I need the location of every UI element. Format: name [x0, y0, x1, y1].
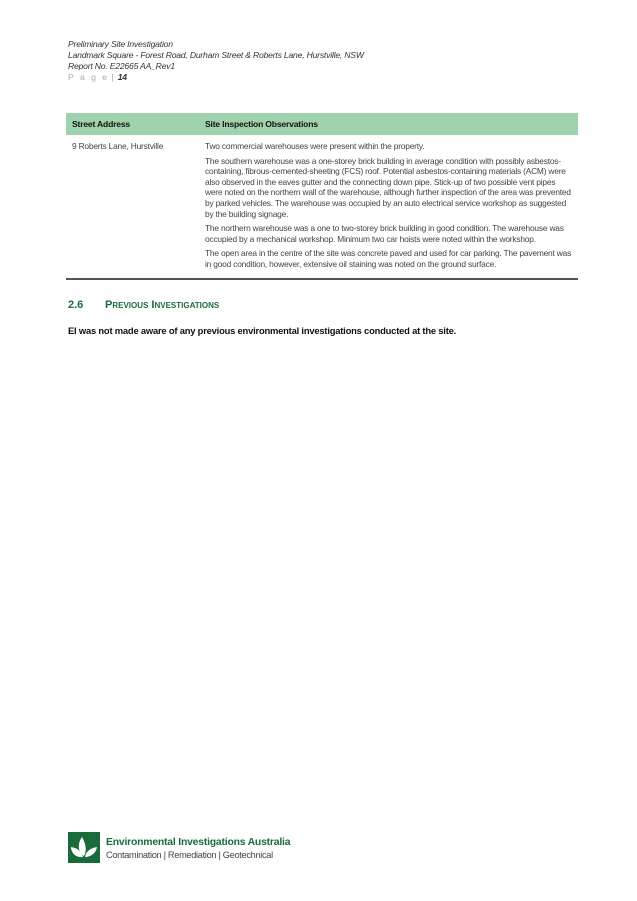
header-title: Preliminary Site Investigation	[68, 39, 173, 49]
table-row: 9 Roberts Lane, Hurstville Two commercia…	[66, 135, 578, 279]
observation-paragraph: The southern warehouse was a one-storey …	[205, 155, 571, 219]
observation-paragraph: The northern warehouse was a one to two-…	[205, 223, 564, 244]
col-street-address: Street Address	[66, 113, 199, 135]
address-cell: 9 Roberts Lane, Hurstville	[72, 141, 164, 151]
observation-paragraph: The open area in the centre of the site …	[205, 248, 572, 269]
observations-cell: Two commercial warehouses were present w…	[199, 135, 578, 279]
company-name: Environmental Investigations Australia	[106, 837, 291, 848]
col-observations: Site Inspection Observations	[199, 113, 578, 135]
observation-paragraph: Two commercial warehouses were present w…	[205, 141, 425, 151]
page-number: P a g e | 14	[68, 72, 127, 82]
company-tagline: Contamination | Remediation | Geotechnic…	[106, 850, 273, 860]
header-report-no: Report No. E22665 AA_Rev1	[68, 61, 175, 71]
page-header: Preliminary Site Investigation Landmark …	[68, 39, 364, 83]
inspection-table: Street Address Site Inspection Observati…	[66, 113, 578, 280]
leaf-logo-icon	[68, 832, 100, 863]
header-project: Landmark Square - Forest Road, Durham St…	[68, 50, 364, 60]
section-body: EI was not made aware of any previous en…	[68, 325, 457, 336]
